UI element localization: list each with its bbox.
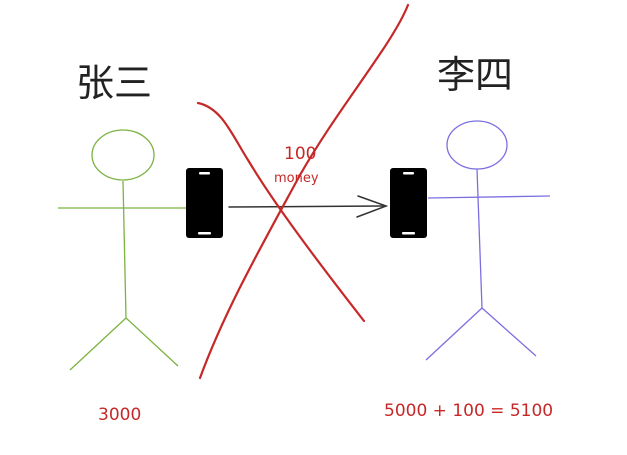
right-figure-arms (427, 195, 551, 199)
cross-stroke-1 (198, 3, 410, 380)
left-person-name: 张三 (76, 61, 153, 105)
right-figure-right-leg (481, 307, 537, 357)
left-balance-label: 3000 (98, 405, 142, 425)
red-cross-mark (196, 3, 410, 380)
right-stick-figure (425, 120, 551, 361)
right-phone-icon (390, 168, 427, 238)
left-figure-body (122, 180, 127, 319)
left-phone-icon (186, 168, 223, 238)
left-stick-figure (58, 129, 190, 371)
right-balance-label: 5000 + 100 = 5100 (384, 401, 554, 421)
transfer-unit-label: money (274, 171, 319, 186)
transfer-amount-label: 100 (284, 144, 317, 164)
right-figure-body (476, 168, 483, 309)
cross-stroke-2 (196, 101, 366, 323)
right-person-name: 李四 (437, 53, 514, 97)
transfer-arrow (228, 195, 389, 218)
right-figure-left-leg (425, 307, 483, 361)
left-figure-head (91, 129, 155, 181)
right-figure-head (446, 120, 508, 170)
left-figure-left-leg (69, 317, 127, 371)
left-figure-right-leg (125, 317, 179, 367)
